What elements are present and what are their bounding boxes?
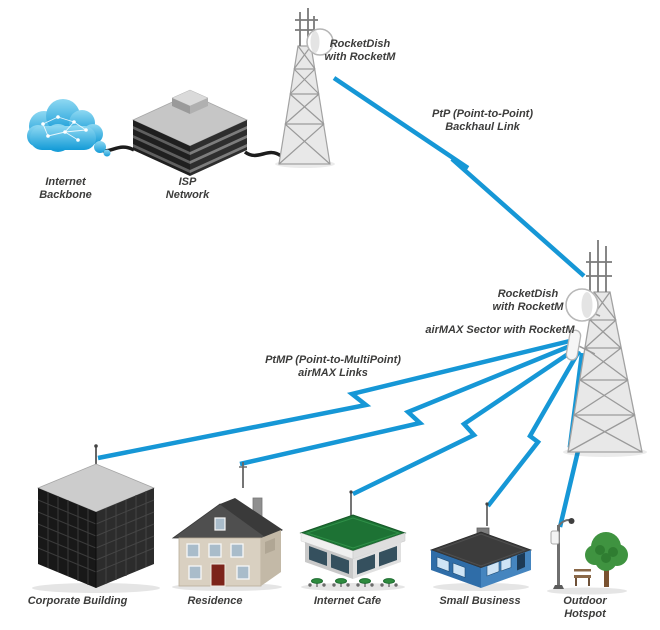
rooftop-antenna-icon [349, 490, 353, 516]
backhaul-tower-icon [275, 8, 335, 168]
internet-cafe-icon [299, 490, 407, 591]
sector-antenna-icon [565, 329, 596, 361]
rocketdish-icon [306, 28, 334, 56]
ptmp-bolt-to-residence-icon [239, 341, 576, 467]
antenna-mast-icon [586, 240, 612, 292]
small-business-icon [429, 502, 533, 591]
residence-icon [171, 462, 283, 591]
front-door-icon [517, 552, 525, 571]
corporate-building-icon [32, 444, 160, 593]
ptmp-bolt-to-small-business-icon [486, 349, 581, 508]
outdoor-hotspot-icon [547, 518, 628, 595]
corporate-building-label: Corporate Building [27, 595, 128, 607]
rooftop-antenna-icon [239, 462, 247, 488]
bench-icon [574, 569, 591, 586]
backhaul-rocketdish-label: RocketDish with RocketM [324, 38, 396, 64]
tree-icon [585, 532, 628, 587]
ptmp-links-label: PtMP (Point-to-MultiPoint) airMAX Links [265, 354, 401, 380]
outdoor-hotspot-label: Outdoor Hotspot [563, 595, 607, 621]
internet-cloud-icon [27, 99, 111, 157]
small-business-label: Small Business [439, 595, 521, 607]
relay-tower-icon [563, 240, 647, 457]
isp-network-label: ISP Network [165, 176, 210, 202]
internet-backbone-label: Internet Backbone [39, 176, 92, 202]
street-lamp-icon [550, 518, 575, 589]
radio-unit-icon [550, 530, 560, 545]
cable-isp-to-tower [243, 150, 283, 158]
residence-label: Residence [187, 595, 243, 607]
ptp-backhaul-link-label: PtP (Point-to-Point) Backhaul Link [431, 108, 533, 134]
ptmp-bolt-to-corporate-icon [97, 337, 575, 461]
relay-rocketdish-label: RocketDish with RocketM [492, 288, 564, 314]
airmax-sector-label: airMAX Sector with RocketM [425, 324, 575, 336]
front-door-icon [210, 563, 226, 587]
isp-server-stack-icon [132, 89, 248, 176]
rocketdish-icon [565, 288, 601, 322]
cafe-tables-icon [308, 578, 398, 587]
ptmp-bolt-to-cafe-icon [352, 346, 579, 497]
internet-cafe-label: Internet Cafe [313, 595, 382, 607]
rooftop-antenna-icon [485, 502, 489, 526]
ptp-backhaul-lightning-bolt-icon [332, 76, 586, 278]
